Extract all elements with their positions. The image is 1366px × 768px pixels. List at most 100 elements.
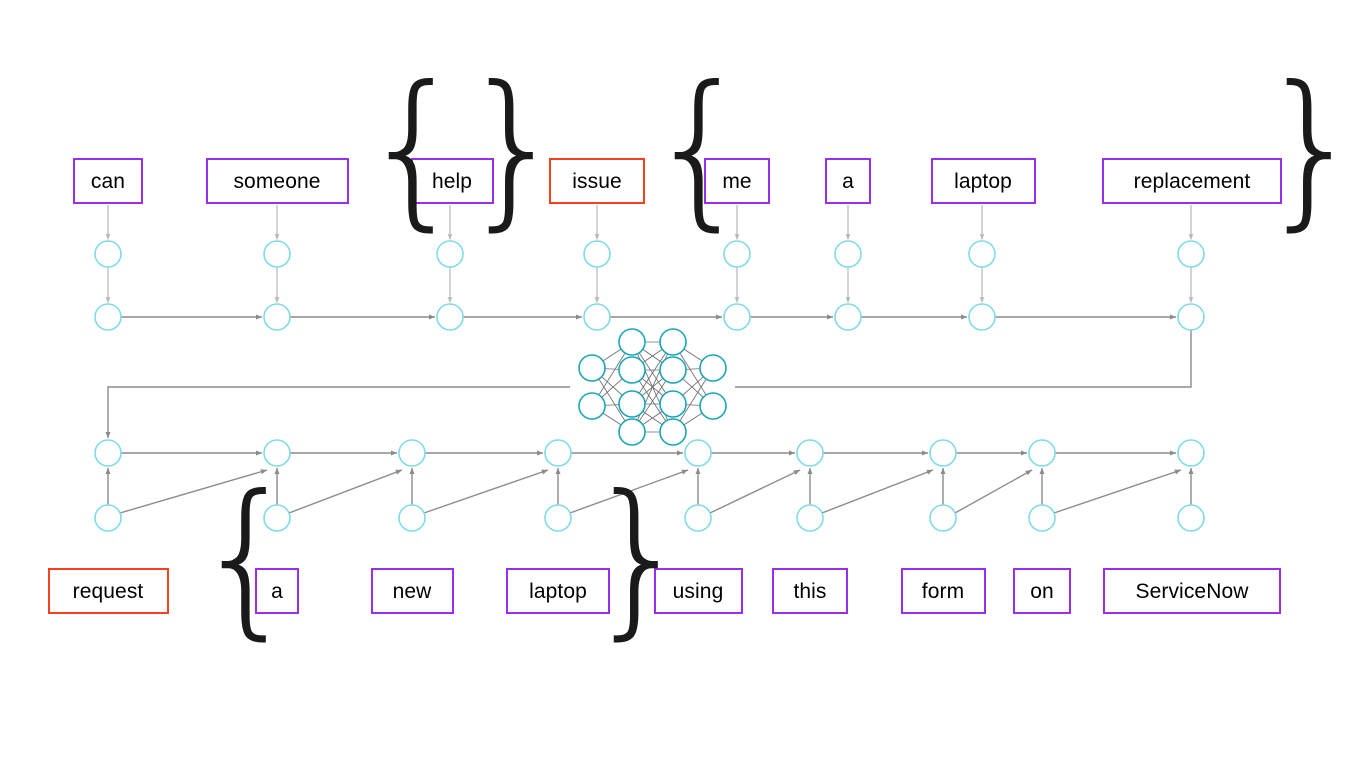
- decoder-diagonal-arrow: [954, 469, 1033, 514]
- encoder-embedding-node: [583, 240, 611, 268]
- nn-node: [659, 390, 687, 418]
- decoder-state-node: [544, 439, 572, 467]
- nn-node: [699, 354, 727, 382]
- nn-edge: [591, 403, 633, 407]
- input-token-help[interactable]: help: [410, 158, 494, 204]
- input-token-laptop[interactable]: laptop: [930, 158, 1036, 204]
- nn-edge: [591, 367, 633, 405]
- output-token-this[interactable]: this: [772, 568, 848, 614]
- output-token-label: this: [793, 579, 827, 603]
- output-token-request[interactable]: request: [47, 568, 169, 614]
- nn-edge: [591, 341, 633, 369]
- decoder-embedding-node: [1028, 504, 1056, 532]
- output-token-a[interactable]: a: [255, 568, 299, 614]
- nn-edge: [631, 369, 674, 433]
- nn-node: [618, 418, 646, 446]
- encoder-embedding-node: [834, 240, 862, 268]
- output-token-label: request: [72, 579, 144, 603]
- encoder-state-node: [94, 303, 122, 331]
- nn-node: [659, 418, 687, 446]
- input-token-label: me: [722, 169, 752, 193]
- output-token-form[interactable]: form: [900, 568, 986, 614]
- input-token-label: laptop: [954, 169, 1012, 193]
- nn-node: [659, 328, 687, 356]
- nn-edge: [631, 403, 674, 433]
- nn-node: [578, 354, 606, 382]
- nn-edge: [631, 341, 674, 433]
- output-token-label: using: [672, 579, 724, 603]
- nn-edge: [591, 405, 633, 433]
- output-token-servicenow[interactable]: ServiceNow: [1103, 568, 1281, 614]
- output-token-using[interactable]: using: [653, 568, 743, 614]
- input-token-someone[interactable]: someone: [205, 158, 349, 204]
- decoder-diagonal-arrow: [821, 469, 934, 514]
- encoder-embedding-node: [263, 240, 291, 268]
- decoder-diagonal-arrow: [709, 469, 801, 514]
- output-token-label: laptop: [529, 579, 587, 603]
- input-token-issue[interactable]: issue: [549, 158, 645, 204]
- input-token-a[interactable]: a: [825, 158, 871, 204]
- nn-edge: [591, 341, 633, 407]
- decoder-embedding-node: [94, 504, 122, 532]
- input-token-label: issue: [572, 169, 622, 193]
- nn-edge: [631, 341, 674, 371]
- nn-edge: [631, 369, 674, 405]
- input-token-can[interactable]: can: [73, 158, 143, 204]
- nn-edge: [672, 367, 714, 371]
- output-token-label: a: [271, 579, 283, 603]
- input-token-label: a: [842, 169, 854, 193]
- encoder-state-node: [834, 303, 862, 331]
- nn-edge: [591, 369, 633, 407]
- output-token-new[interactable]: new: [370, 568, 454, 614]
- decoder-state-node: [1028, 439, 1056, 467]
- encoder-state-node: [583, 303, 611, 331]
- output-token-laptop[interactable]: laptop: [506, 568, 610, 614]
- encoder-state-node: [1177, 303, 1205, 331]
- encoder-embedding-node: [94, 240, 122, 268]
- decoder-diagonal-arrow: [423, 469, 549, 514]
- input-group-1-close: }: [460, 50, 568, 247]
- encoder-state-node: [723, 303, 751, 331]
- nn-edge: [672, 369, 714, 407]
- nn-edge: [631, 369, 674, 433]
- encoder-embedding-node: [968, 240, 996, 268]
- output-token-label: ServiceNow: [1135, 579, 1249, 603]
- encoder-embedding-node: [1177, 240, 1205, 268]
- encoder-state-node: [436, 303, 464, 331]
- nn-edge: [672, 341, 714, 369]
- input-token-replacement[interactable]: replacement: [1102, 158, 1282, 204]
- decoder-embedding-node: [544, 504, 572, 532]
- decoder-state-node: [398, 439, 426, 467]
- nn-edge: [591, 367, 633, 371]
- input-group-2-close: }: [1258, 50, 1366, 247]
- nn-edge: [631, 369, 674, 405]
- nn-node: [659, 356, 687, 384]
- nn-node: [618, 356, 646, 384]
- input-group-2-open: {: [646, 50, 754, 247]
- encoder-to-context-path: [735, 330, 1192, 388]
- input-token-me[interactable]: me: [704, 158, 770, 204]
- decoder-state-node: [94, 439, 122, 467]
- output-token-on[interactable]: on: [1013, 568, 1071, 614]
- decoder-state-node: [1177, 439, 1205, 467]
- nn-edge: [591, 367, 633, 433]
- nn-edge: [672, 403, 714, 407]
- nn-node: [618, 390, 646, 418]
- decoder-diagonal-arrow: [288, 469, 403, 514]
- output-token-label: new: [392, 579, 432, 603]
- input-token-label: replacement: [1133, 169, 1251, 193]
- nn-edge: [672, 367, 714, 433]
- nn-node: [578, 392, 606, 420]
- decoder-embedding-node: [1177, 504, 1205, 532]
- encoder-state-node: [263, 303, 291, 331]
- nn-edge: [672, 367, 714, 405]
- output-group-1-close: }: [585, 459, 693, 656]
- nn-edge: [631, 341, 674, 371]
- encoder-state-node: [968, 303, 996, 331]
- input-token-label: help: [431, 169, 473, 193]
- input-token-label: can: [90, 169, 126, 193]
- nn-node: [699, 392, 727, 420]
- nn-edge: [631, 403, 674, 433]
- output-token-label: form: [921, 579, 965, 603]
